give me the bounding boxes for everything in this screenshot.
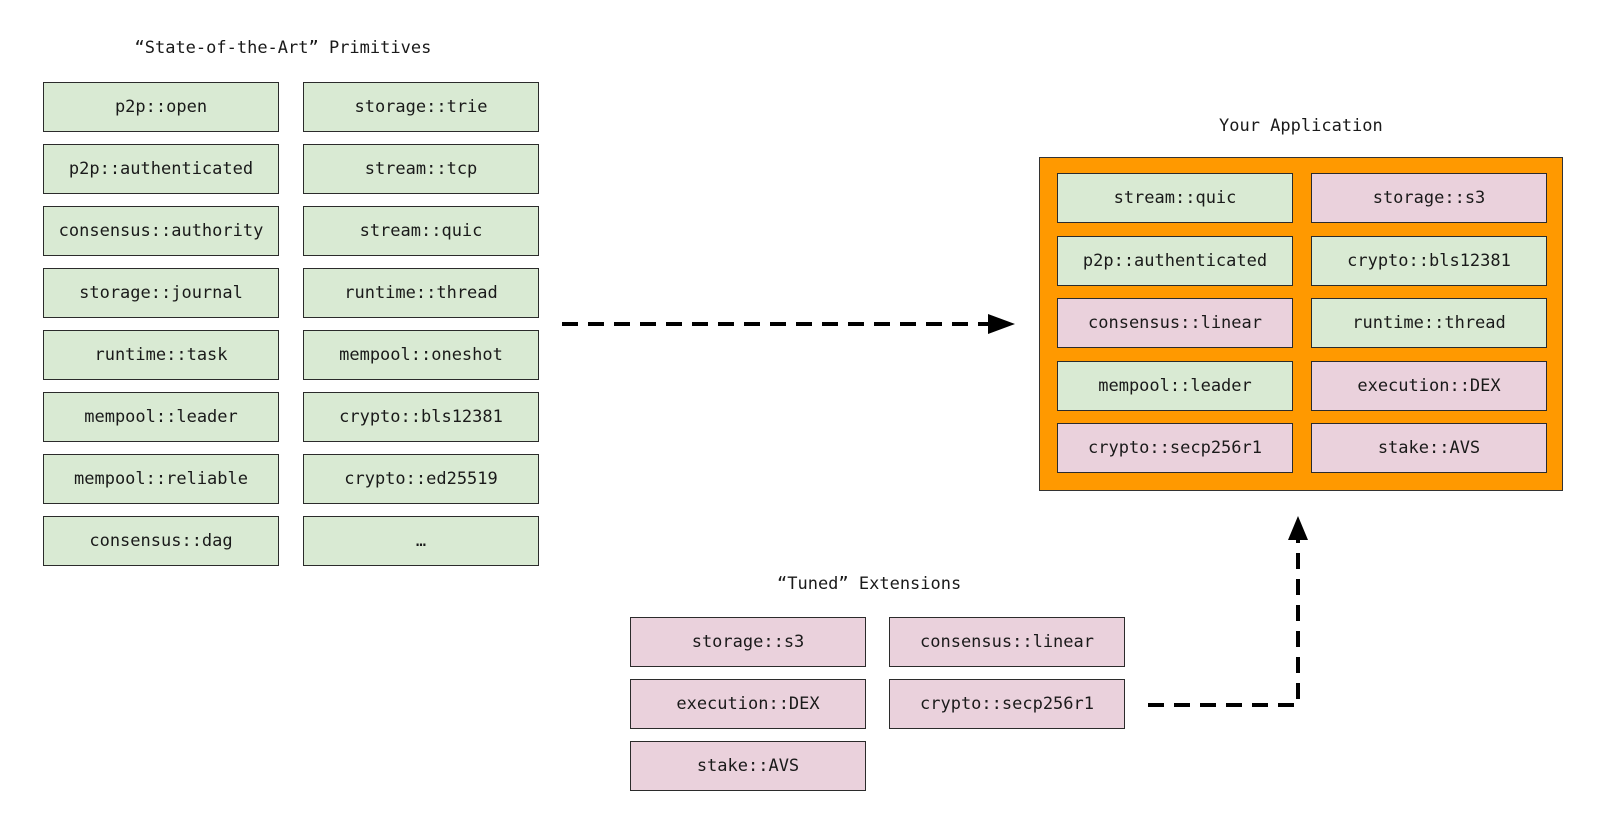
extension-box: consensus::linear xyxy=(889,617,1125,667)
app-component-box: consensus::linear xyxy=(1057,298,1293,348)
primitive-box: p2p::open xyxy=(43,82,279,132)
app-component-box: runtime::thread xyxy=(1311,298,1547,348)
app-component-box: execution::DEX xyxy=(1311,361,1547,411)
primitive-box: runtime::thread xyxy=(303,268,539,318)
app-component-box: crypto::bls12381 xyxy=(1311,236,1547,286)
extension-box: crypto::secp256r1 xyxy=(889,679,1125,729)
app-component-box: crypto::secp256r1 xyxy=(1057,423,1293,473)
app-component-box: storage::s3 xyxy=(1311,173,1547,223)
app-component-box: mempool::leader xyxy=(1057,361,1293,411)
app-component-box: stream::quic xyxy=(1057,173,1293,223)
app-component-box: stake::AVS xyxy=(1311,423,1547,473)
extensions-heading: “Tuned” Extensions xyxy=(777,574,962,594)
primitive-box-ellipsis: … xyxy=(303,516,539,566)
extension-box: storage::s3 xyxy=(630,617,866,667)
extension-box: execution::DEX xyxy=(630,679,866,729)
primitive-box: runtime::task xyxy=(43,330,279,380)
primitive-box: crypto::bls12381 xyxy=(303,392,539,442)
primitive-box: mempool::reliable xyxy=(43,454,279,504)
extension-box: stake::AVS xyxy=(630,741,866,791)
primitive-box: stream::tcp xyxy=(303,144,539,194)
primitive-box: consensus::dag xyxy=(43,516,279,566)
primitive-box: stream::quic xyxy=(303,206,539,256)
primitives-heading: “State-of-the-Art” Primitives xyxy=(134,38,432,58)
primitive-box: mempool::leader xyxy=(43,392,279,442)
application-heading: Your Application xyxy=(1219,116,1383,136)
primitive-box: crypto::ed25519 xyxy=(303,454,539,504)
primitive-box: storage::journal xyxy=(43,268,279,318)
app-component-box: p2p::authenticated xyxy=(1057,236,1293,286)
primitive-box: consensus::authority xyxy=(43,206,279,256)
extensions-to-app-arrow xyxy=(1148,516,1308,707)
primitives-to-app-arrow xyxy=(562,314,1015,334)
primitive-box: p2p::authenticated xyxy=(43,144,279,194)
primitive-box: storage::trie xyxy=(303,82,539,132)
primitive-box: mempool::oneshot xyxy=(303,330,539,380)
